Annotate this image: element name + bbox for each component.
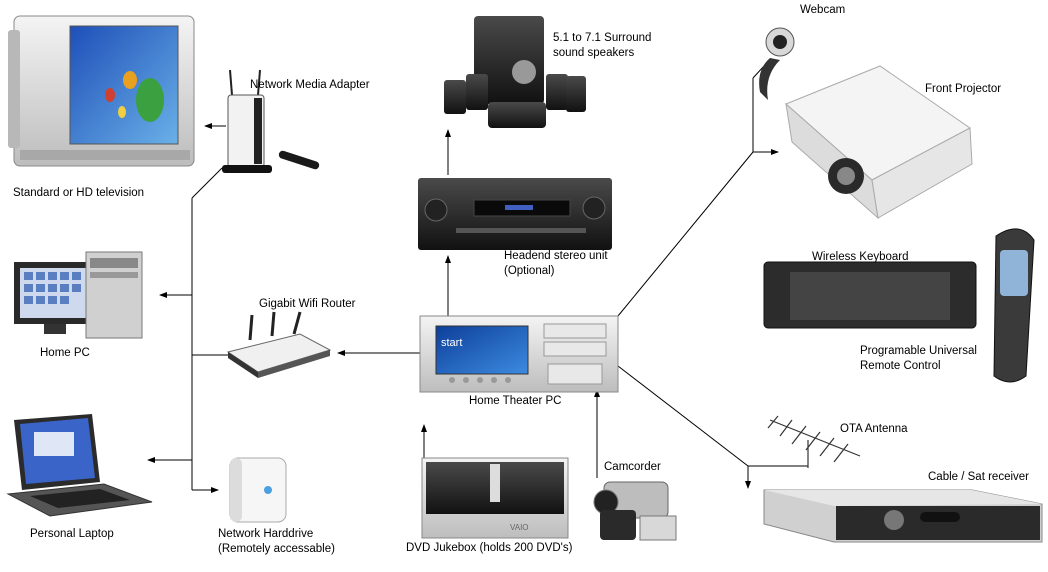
- jukebox-brand-text: VAIO: [510, 523, 529, 532]
- htpc-screen-text: start: [441, 337, 462, 349]
- keyboard-device: [763, 261, 977, 329]
- label-harddrive-line1: Network Harddrive: [218, 528, 314, 540]
- label-antenna: OTA Antenna: [840, 423, 908, 435]
- media-adapter-device: [222, 69, 320, 173]
- label-keyboard: Wireless Keyboard: [812, 251, 909, 263]
- label-media-adapter: Network Media Adapter: [250, 79, 370, 91]
- remote-device: [993, 228, 1035, 383]
- adapter-link: [191, 167, 223, 199]
- label-jukebox: DVD Jukebox (holds 200 DVD's): [406, 542, 573, 554]
- harddrive-device: [229, 457, 287, 523]
- cable-box-device: [763, 489, 1043, 543]
- television-device: [8, 15, 195, 167]
- label-camcorder: Camcorder: [604, 461, 661, 473]
- antenna-device: [767, 415, 861, 468]
- label-router: Gigabit Wifi Router: [259, 298, 356, 310]
- label-cable-box: Cable / Sat receiver: [928, 471, 1029, 483]
- jukebox-device: VAIO: [421, 457, 569, 539]
- laptop-device: [6, 414, 153, 517]
- home-pc-device: [14, 251, 143, 339]
- connection-lines: [147, 64, 808, 493]
- receiver-device: [418, 178, 612, 250]
- label-receiver-line2: (Optional): [504, 265, 555, 277]
- htpc-device: start: [419, 315, 619, 393]
- label-htpc: Home Theater PC: [469, 395, 562, 407]
- label-remote-line1: Programable Universal: [860, 345, 977, 357]
- label-projector: Front Projector: [925, 83, 1002, 95]
- label-remote-line2: Remote Control: [860, 360, 941, 372]
- webcam-device: [759, 27, 795, 100]
- label-television: Standard or HD television: [13, 187, 145, 199]
- label-speakers-line1: 5.1 to 7.1 Surround: [553, 32, 652, 44]
- htpc-to-projector-link: [617, 151, 754, 317]
- label-home-pc: Home PC: [40, 347, 90, 359]
- label-laptop: Personal Laptop: [30, 528, 114, 540]
- camcorder-device: [593, 481, 677, 541]
- label-harddrive-line2: (Remotely accessable): [218, 543, 335, 555]
- projector-device: [785, 65, 973, 220]
- label-webcam: Webcam: [800, 4, 846, 16]
- label-receiver-line1: Headend stereo unit: [504, 250, 608, 262]
- router-device: [226, 311, 332, 378]
- speakers-device: [444, 16, 586, 128]
- htpc-to-cable-link: [617, 365, 749, 467]
- label-speakers-line2: sound speakers: [553, 47, 635, 59]
